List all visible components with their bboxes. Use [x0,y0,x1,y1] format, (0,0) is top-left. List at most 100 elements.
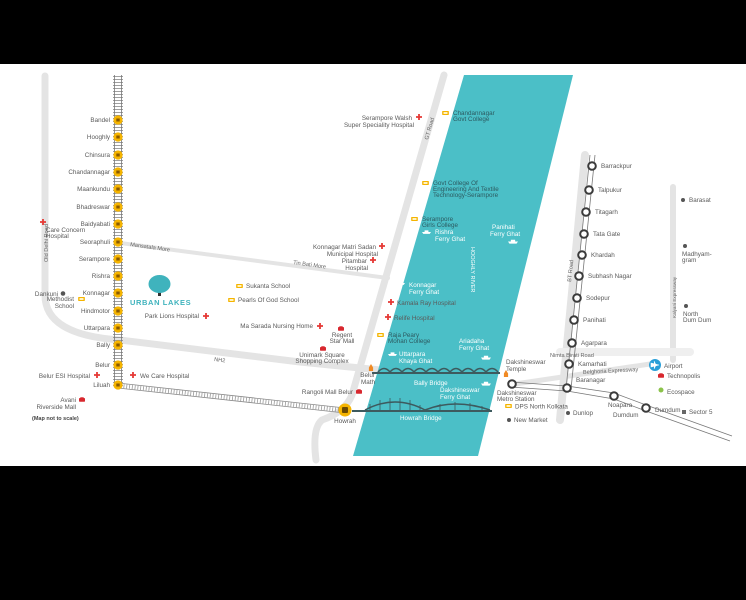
metro-station-icon [577,250,587,260]
railway-line [113,75,346,414]
dot-icon [683,244,687,248]
dot-icon [566,411,570,415]
metro-station-label: Titagarh [595,209,618,216]
mansatala-road [118,241,390,280]
rail-station-label: Hooghly [87,134,111,141]
dot-icon [684,304,688,308]
howrah-label: Howrah [334,418,356,425]
dot-icon [60,291,66,296]
howrah-bridge [352,398,492,412]
svg-text:URBAN LAKES: URBAN LAKES [130,298,191,307]
rail-station: Bandel [90,115,123,125]
belghoria-expressway [512,361,653,387]
train-icon [116,205,120,209]
rail-station-label: Liluah [93,382,110,389]
train-icon [116,326,120,330]
tree-icon [658,387,664,393]
rail-station-label: Maankundu [77,186,110,193]
metro-station: Talpukur [584,185,622,195]
metro-station-icon [574,271,584,281]
technopolis: Technopolis [667,373,700,380]
rail-station: Bally [96,340,123,350]
train-icon [116,118,120,122]
train-icon [116,383,120,387]
school-icon [377,333,384,337]
rail-station: Maankundu [77,184,123,194]
metro-station: Subhash Nagar [574,271,632,281]
metro-station-label: Subhash Nagar [588,273,632,280]
belur-esi-hospital: Belur ESI Hospital [39,373,90,380]
old-delhi-road-label: Old Delhi Road [44,224,50,262]
metro-station: Khardah [577,250,615,260]
rail-stations: BandelHooghlyChinsuraChandannagarMaankun… [68,115,123,390]
tin-bati-label: Tin Bati More [293,260,327,271]
dot-icon [507,418,511,422]
train-icon [116,222,120,226]
dunlop: Dunlop [573,410,593,417]
hooghly-river [353,75,573,456]
metro-station: Titagarh [581,207,618,217]
metro-station-icon [572,293,582,303]
dps-north-kolkata: DPS North Kolkata [515,404,568,411]
train-icon [116,257,120,261]
metro-station: Agarpara [567,338,607,348]
train-icon [116,274,120,278]
nh2-label: NH2 [214,357,226,364]
relife-hospital: Relife Hospital [394,315,435,322]
bally-bridge [372,367,500,374]
metro-station-icon [562,383,572,393]
metro-station-icon [564,359,574,369]
rail-station-label: Hindmotor [81,308,110,315]
rail-station: Uttarpara [84,323,123,333]
kamala-ray-hospital: Kamala Ray Hospital [397,300,456,307]
rail-station: Hindmotor [81,306,123,316]
we-care-hospital: We Care Hospital [140,373,189,380]
pearls-of-god-school: Pearls Of God School [238,297,299,304]
metro-station-icon [609,391,619,401]
school-icon [505,404,512,408]
kalyani-expressway-label: Kalyani Expressway [672,276,677,318]
urban-lakes-logo: URBAN LAKES [130,275,191,307]
metro-station: Kamarhati [564,359,607,369]
barasat: Barasat [689,197,711,204]
train-icon [116,363,120,367]
ma-sarada-nursing-home: Ma Sarada Nursing Home [240,323,313,330]
school-icon [422,181,429,185]
train-icon [342,407,348,413]
metro-station-icon [587,161,597,171]
madhyamgram: Madhyam-gram [682,251,712,264]
metro-station-label: Talpukur [598,187,622,194]
school-icon [411,217,418,221]
metro-station-label: Noapara [608,402,633,409]
rail-station: Hooghly [87,132,123,142]
metro-station-icon [579,229,589,239]
rail-station: Seoraphuli [80,237,123,247]
train-icon [116,343,120,347]
rail-station-label: Bally [96,342,110,349]
rail-station-label: Chinsura [85,152,111,159]
rail-station-label: Serampore [79,256,111,263]
school-icon [236,284,243,288]
scale-note: (Map not to scale) [32,416,79,422]
rail-station-label: Bhadreswar [76,204,110,211]
dumdum-label: Dumdum [613,412,639,419]
train-icon [116,291,120,295]
belghoria-label: Belghoria Expressway [583,367,639,376]
